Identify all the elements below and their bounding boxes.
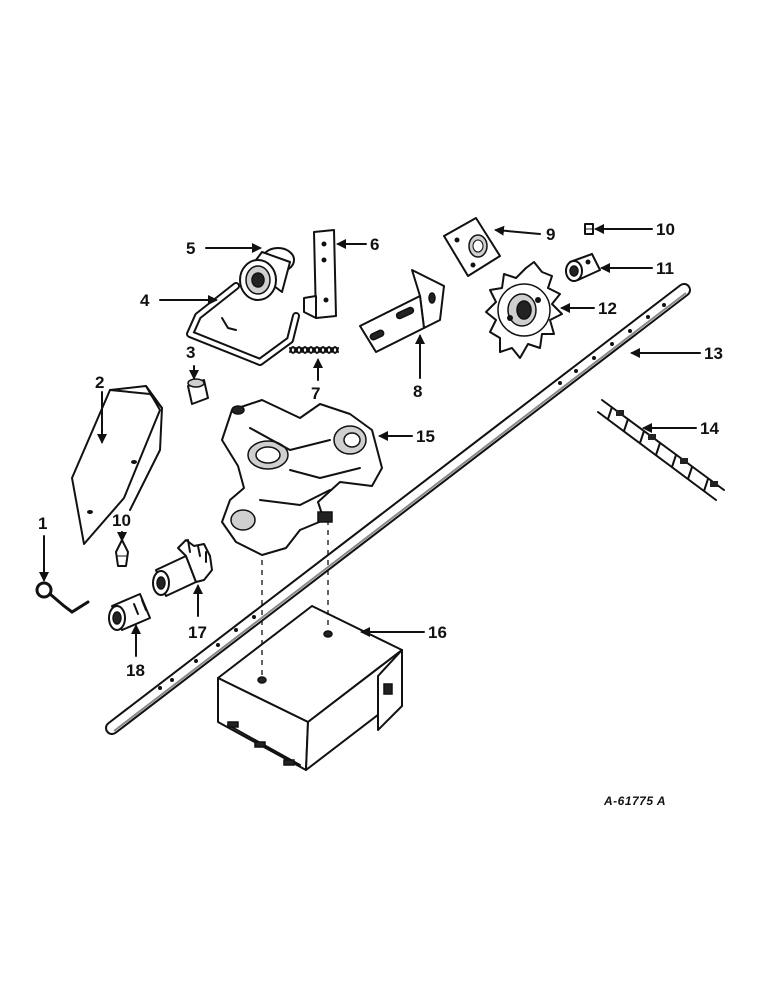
callout-13: 13 xyxy=(704,344,723,363)
part-1-pin xyxy=(35,581,90,614)
drawing-reference-code: A-61775 A xyxy=(604,794,667,808)
part-12-sprocket xyxy=(485,261,563,359)
part-5-pulley xyxy=(239,247,295,301)
part-6-plate xyxy=(303,229,337,319)
part-2-shield xyxy=(71,385,163,545)
callout-3: 3 xyxy=(186,343,196,362)
callout-9: 9 xyxy=(546,225,556,244)
callout-1: 1 xyxy=(38,514,48,533)
callout-14: 14 xyxy=(700,419,719,438)
part-4-bent-rod xyxy=(186,282,300,366)
part-16-u-bracket xyxy=(217,605,403,771)
part-18-coupler xyxy=(108,593,151,631)
part-10-grease-fitting xyxy=(115,539,129,567)
callout-5: 5 xyxy=(186,239,196,258)
part-13-shaft xyxy=(105,283,691,735)
callout-8: 8 xyxy=(413,382,423,401)
part-10-set-screw-top xyxy=(584,223,594,235)
callout-10-lower: 10 xyxy=(112,511,131,530)
part-3-bushing xyxy=(187,378,209,405)
callout-10-top: 10 xyxy=(656,220,675,239)
part-11-collar xyxy=(565,253,601,282)
callout-2: 2 xyxy=(95,373,105,392)
part-14-chain xyxy=(597,399,725,501)
callout-18: 18 xyxy=(126,661,145,680)
part-9-bearing-plate xyxy=(443,217,501,277)
callout-16: 16 xyxy=(428,623,447,642)
callout-4: 4 xyxy=(140,291,150,310)
callout-15: 15 xyxy=(416,427,435,446)
part-17-clutch-sleeve xyxy=(152,539,213,597)
callout-7: 7 xyxy=(311,384,321,403)
callout-12: 12 xyxy=(598,299,617,318)
callout-11: 11 xyxy=(656,259,674,278)
callout-6: 6 xyxy=(370,235,380,254)
leader-9 xyxy=(494,225,541,236)
part-15-casting xyxy=(221,399,383,556)
leader-lines xyxy=(39,224,701,657)
part-8-angle-bracket xyxy=(359,269,445,353)
callout-17: 17 xyxy=(188,623,207,642)
part-7-spring xyxy=(289,346,339,354)
